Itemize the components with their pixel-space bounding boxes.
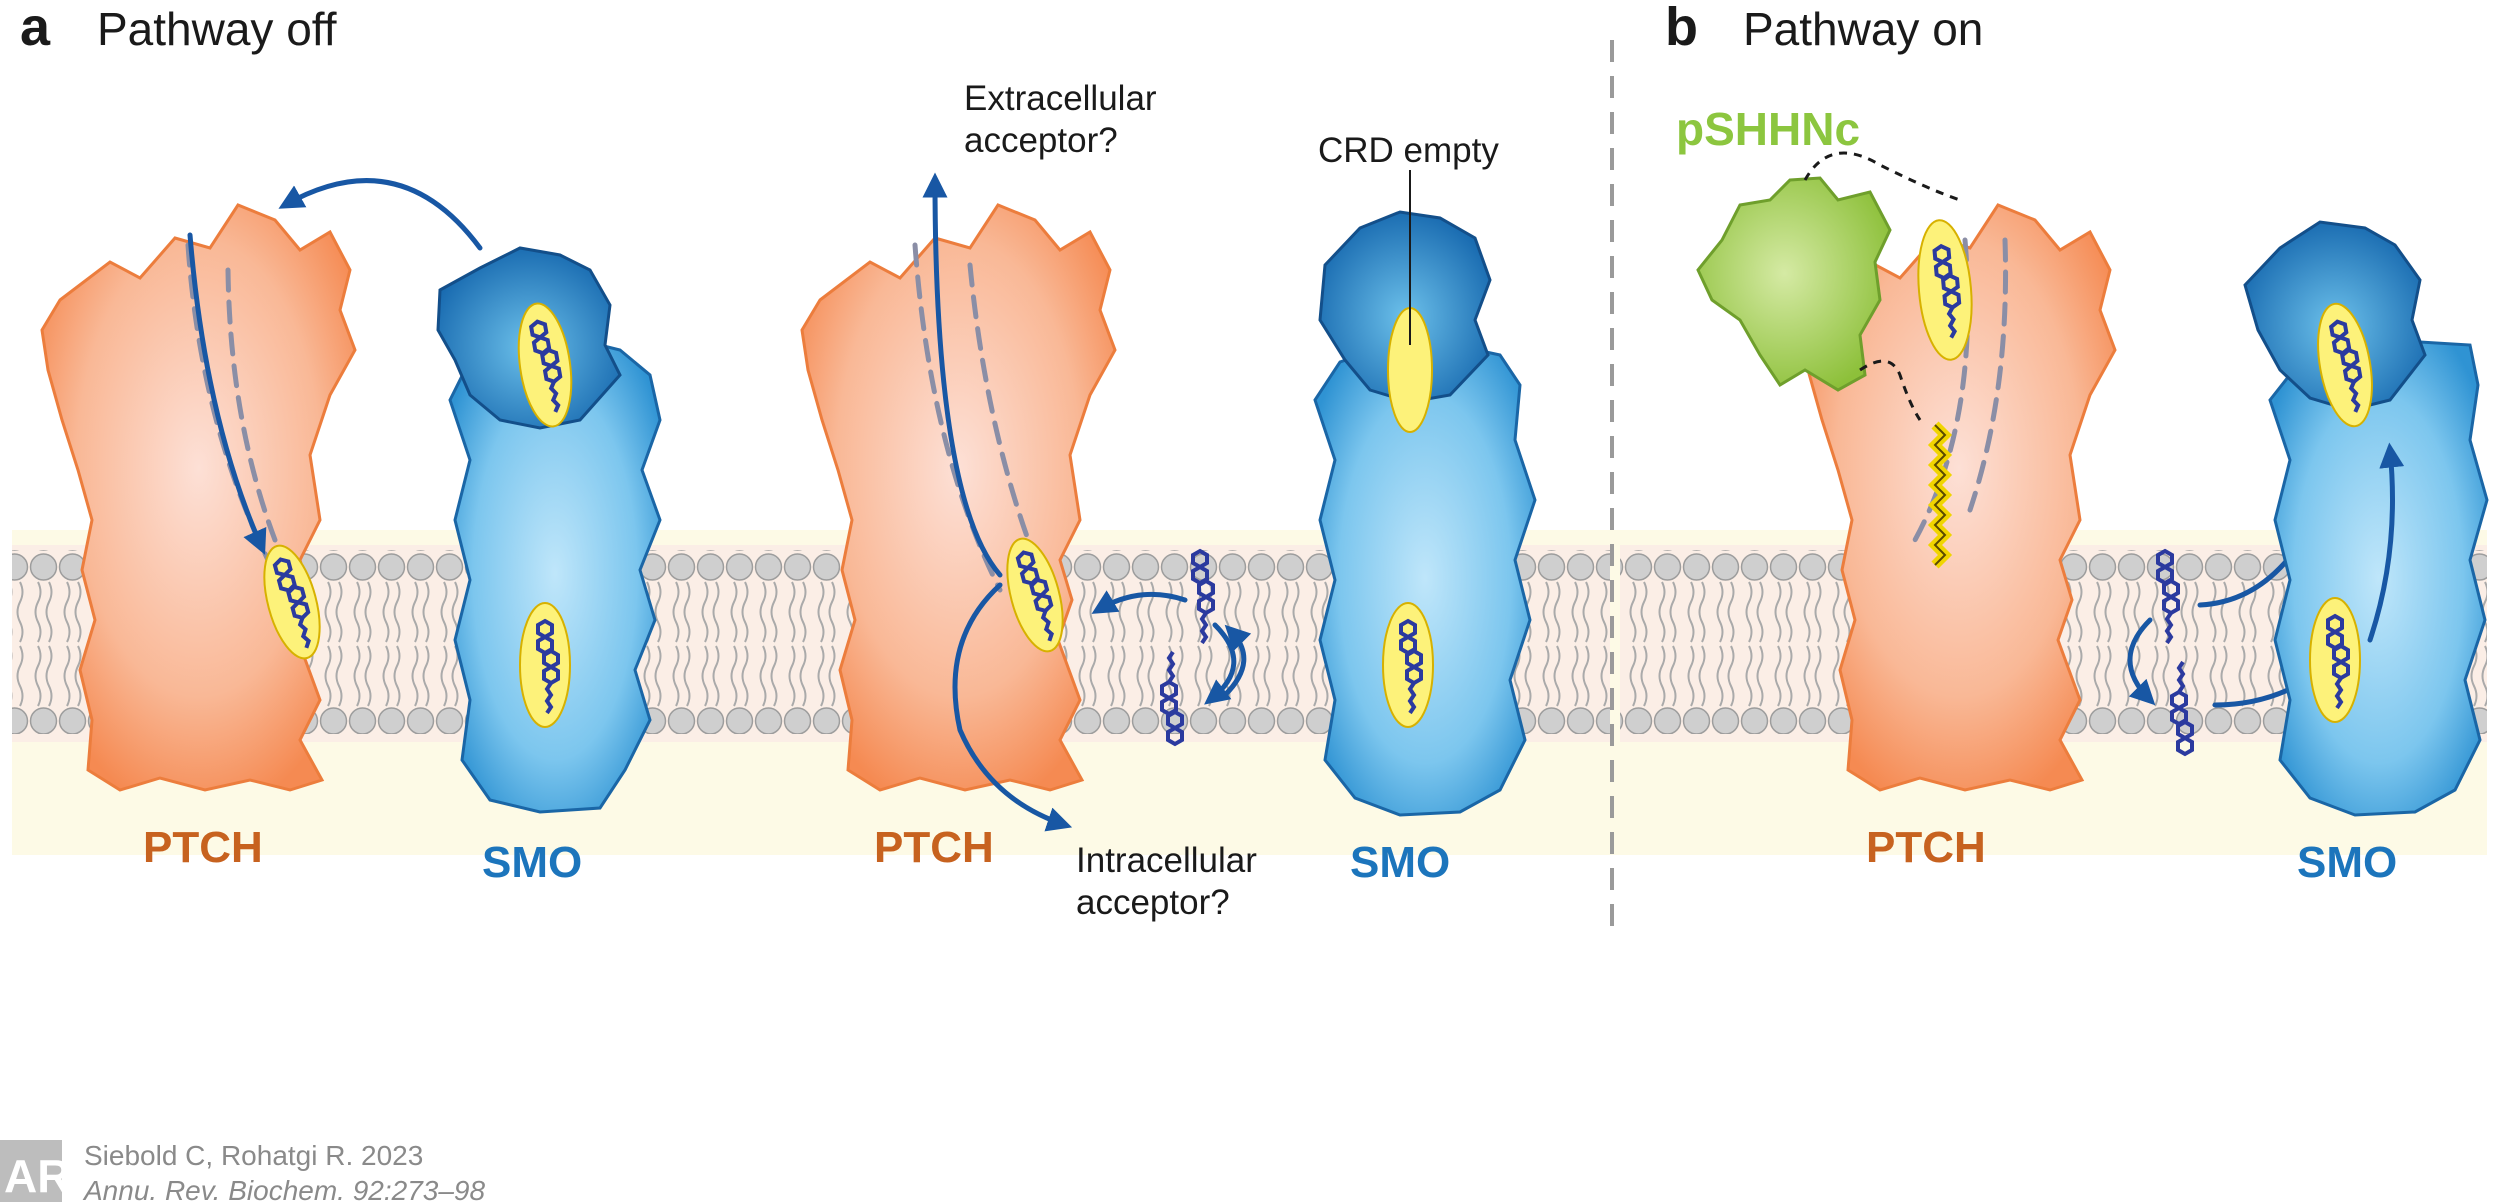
ptch-tunnel-a2 — [912, 242, 1003, 593]
panel-b-letter: b — [1665, 0, 1698, 57]
arrow-free-to-ptch — [1091, 590, 1188, 614]
ptch-tunnel-b2 — [1967, 237, 2009, 513]
ptch-label-b: PTCH — [1866, 823, 1986, 872]
arrow-flip-down — [1204, 622, 1237, 705]
extracellular-acceptor-line1: Extracellular — [964, 79, 1157, 118]
arrow-ptch-tunnel-down — [187, 232, 267, 555]
panel-a-title: Pathway off — [97, 3, 337, 55]
shh-palmitoyl-tether — [1803, 151, 1961, 202]
ptch-protein-a2 — [800, 203, 1117, 792]
ptch-tunnel-a2b — [967, 262, 1033, 548]
panel-a-letter: a — [20, 0, 51, 57]
smo-protein-a1 — [448, 333, 662, 814]
intracellular-acceptor-line2: acceptor? — [1076, 883, 1230, 922]
shh-protein — [1696, 176, 1892, 392]
smo-protein-b — [2268, 340, 2489, 817]
credit-authors: Siebold C, Rohatgi R. 2023 — [84, 1140, 423, 1171]
arrow-to-extracellular-acceptor — [922, 172, 1003, 578]
smo-label-b: SMO — [2297, 838, 2397, 887]
ptch-protein-a1 — [40, 203, 357, 792]
credit-journal: Annu. Rev. Biochem. 92:273–98 — [82, 1175, 486, 1202]
arrow-to-intracellular-acceptor — [952, 582, 1073, 832]
panel-b-title: Pathway on — [1743, 3, 1983, 55]
arrow-flip-up — [1222, 624, 1252, 698]
crd-empty-label: CRD empty — [1318, 131, 1499, 170]
ptch-label-a2: PTCH — [874, 823, 994, 872]
palmitate-outline — [1933, 424, 1947, 566]
arrow-b-7tm-to-crd — [2367, 442, 2405, 643]
pshhnc-label: pSHHNc — [1676, 103, 1860, 155]
arrow-b-flip-down — [2127, 617, 2156, 706]
ptch-protein-b — [1800, 203, 2117, 792]
logo-text: AR — [4, 1150, 70, 1202]
smo-label-a1: SMO — [482, 838, 582, 887]
ptch-tunnel-a1b — [225, 267, 278, 543]
smo-crd-a2 — [1318, 210, 1492, 404]
extracellular-acceptor-line2: acceptor? — [964, 121, 1118, 160]
smo-label-a2: SMO — [1350, 838, 1450, 887]
intracellular-acceptor-line1: Intracellular — [1076, 841, 1257, 880]
shh-cholesterol-tether — [1859, 359, 1922, 421]
ptch-label-a1: PTCH — [143, 823, 263, 872]
arrow-smo-to-ptch — [278, 178, 483, 251]
annual-reviews-logo: AR — [0, 1140, 70, 1202]
